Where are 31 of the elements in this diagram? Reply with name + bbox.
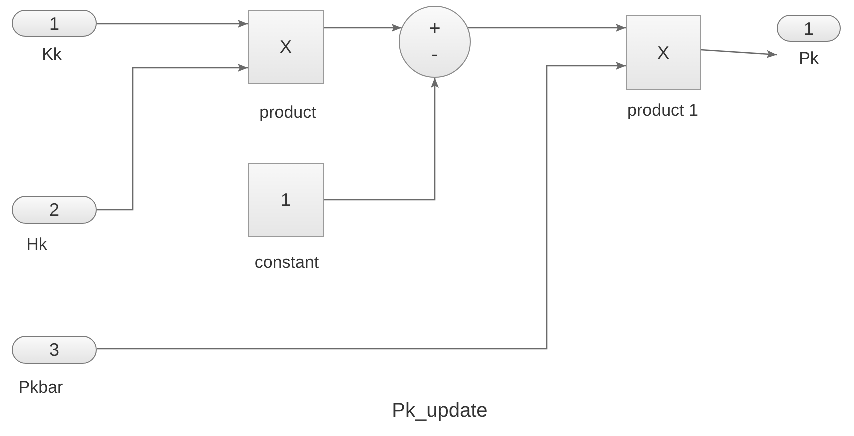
signal-arrow: [700, 49, 778, 58]
block-label: X: [657, 44, 670, 62]
port-block: [12, 10, 97, 37]
block-name: product: [258, 102, 318, 124]
signal-arrow: [97, 62, 626, 350]
signal-arrow: [468, 24, 626, 32]
block-label: 1: [280, 191, 291, 209]
port-block: [12, 336, 97, 364]
block-name: Pkbar: [18, 377, 64, 399]
block-label: +: [429, 17, 441, 42]
block-name: Kk: [41, 44, 63, 66]
block-label: -: [432, 43, 438, 68]
port-block: [12, 196, 97, 224]
signal-arrow: [97, 20, 248, 28]
signal-arrow: [97, 64, 248, 211]
signal-arrow: [324, 78, 439, 201]
block-label: 1: [804, 20, 814, 38]
block-label: X: [280, 38, 292, 56]
block-name: product 1: [626, 100, 700, 122]
block-label: 1: [49, 14, 60, 32]
signal-arrow: [324, 24, 402, 32]
port-block: [777, 15, 841, 42]
block-name: Hk: [26, 234, 48, 256]
function-block: [248, 10, 324, 84]
function-block: [248, 163, 324, 237]
block-name: Pk: [798, 48, 820, 70]
block-name: constant: [254, 252, 320, 274]
diagram-caption: Pk_update: [391, 399, 489, 424]
block-label: 3: [49, 341, 60, 359]
block-label: 2: [49, 201, 60, 219]
function-block: [626, 15, 701, 90]
